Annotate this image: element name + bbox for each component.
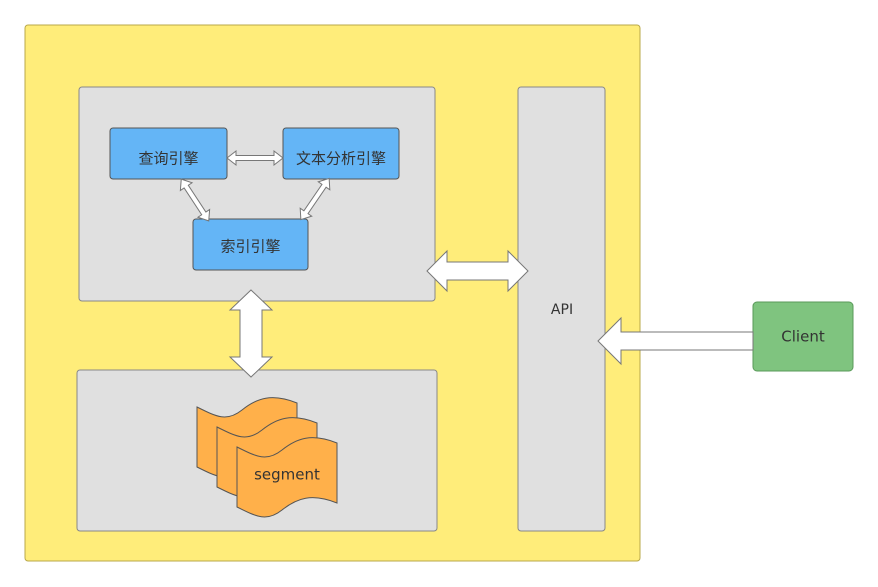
query-engine-box [109,127,228,180]
client-api-arrow [597,316,754,366]
client-label: Client [781,328,825,346]
text-analysis-engine-label: 文本分析引擎 [296,150,386,168]
text-analysis-engine-box [282,127,400,180]
engine-api-arrow [426,249,529,293]
index-engine-box [192,218,309,271]
index-engine-label: 索引引擎 [220,238,280,256]
engine-storage-arrow [228,289,274,378]
segment-label: segment [254,466,320,484]
query-text-arrow [226,149,284,167]
query-engine-label: 查询引擎 [138,150,198,168]
query-index-arrow [179,178,211,222]
api-panel [517,86,606,532]
segment-shape-front [236,437,338,518]
text-index-arrow [299,177,331,221]
api-label: API [551,302,573,318]
